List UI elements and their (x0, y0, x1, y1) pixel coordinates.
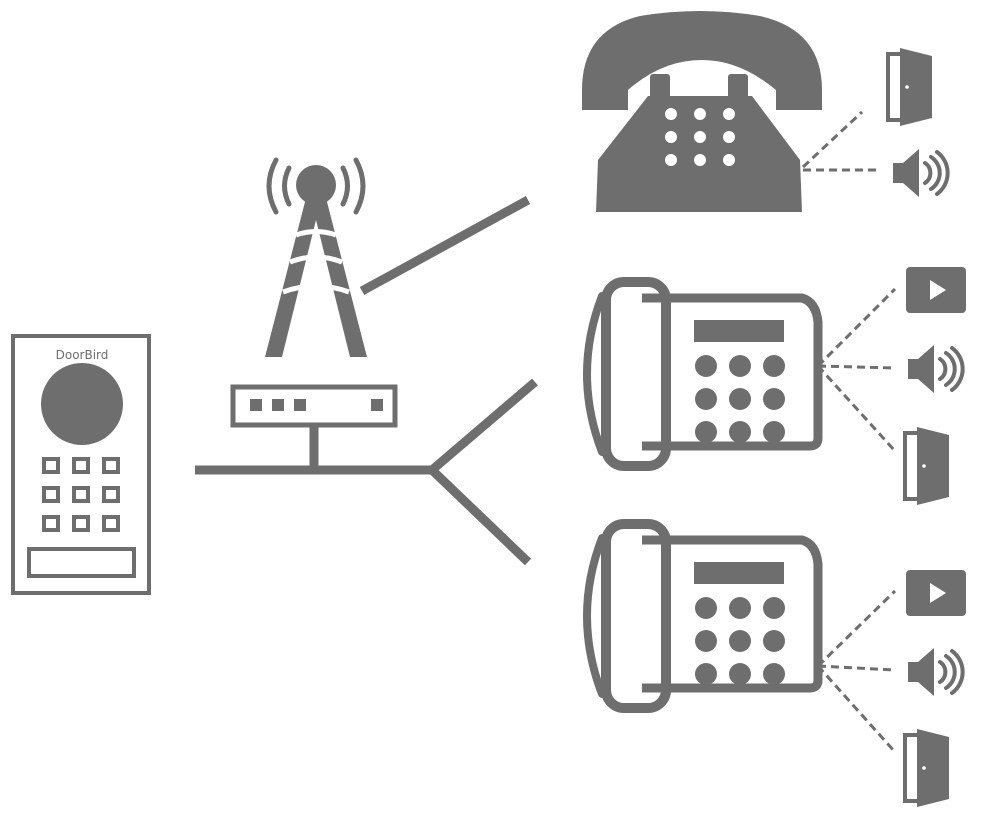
keypad (42, 457, 120, 532)
door-icon (903, 729, 949, 807)
network-cable (195, 378, 538, 566)
speaker-icon (906, 646, 965, 698)
camera-lens-icon (41, 363, 123, 445)
router-icon (230, 384, 398, 470)
retro-telephone-icon (582, 11, 822, 212)
name-plate (27, 547, 136, 578)
link-antenna-analog-phone (359, 196, 531, 295)
doorbird-intercom-icon: DoorBird (11, 334, 151, 595)
doorbird-brand-label: DoorBird (56, 348, 109, 362)
door-icon (903, 427, 949, 505)
analog-phone-outputs (801, 110, 880, 172)
speaker-icon (906, 343, 965, 395)
ip-phone-2-outputs (816, 589, 897, 754)
video-icon (906, 267, 966, 313)
desk-phone-icon (587, 282, 818, 466)
radio-tower-icon (265, 157, 367, 357)
speaker-icon (891, 147, 950, 199)
video-icon (906, 570, 966, 616)
ip-phone-1-outputs (816, 287, 897, 453)
desk-phone-icon (587, 524, 818, 708)
door-icon (886, 48, 932, 126)
